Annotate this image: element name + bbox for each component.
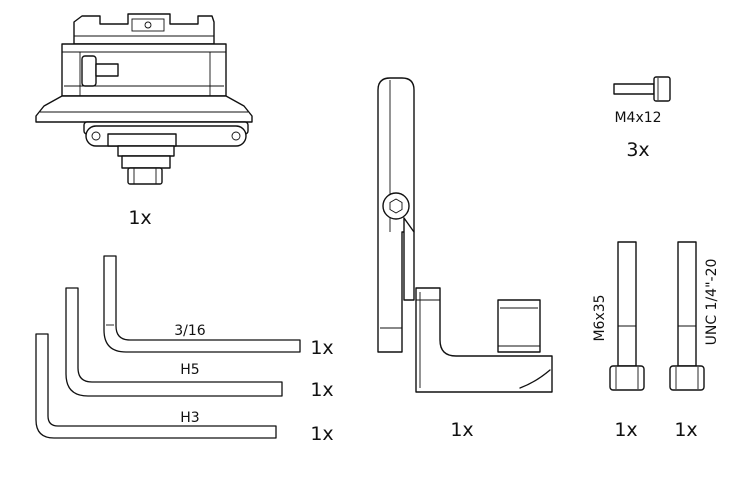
screw-m4x12-label: M4x12 [614, 110, 661, 126]
mount-head-icon [35, 13, 253, 185]
hex-key-icon [65, 287, 283, 397]
bracket-icon [377, 77, 553, 393]
hex-key-icon [103, 255, 301, 353]
bracket-arm-qty: 1x [450, 419, 473, 441]
bolt-icon [609, 241, 645, 391]
screw-m4x12-qty: 3x [626, 139, 649, 161]
bolt-m6x35-label: M6x35 [592, 294, 608, 341]
hex-key-h5-qty: 1x [310, 379, 333, 401]
mount-head-qty: 1x [128, 207, 151, 229]
hex-key-icon [35, 333, 277, 439]
bolt-unc-qty: 1x [674, 419, 697, 441]
bolt-icon [669, 241, 705, 391]
hex-key-h3-qty: 1x [310, 423, 333, 445]
bolt-unc-label: UNC 1/4"-20 [704, 259, 720, 346]
bolt-m6x35-qty: 1x [614, 419, 637, 441]
hex-key-3-16-label: 3/16 [174, 323, 206, 339]
hex-key-h3-label: H3 [180, 410, 199, 426]
hex-key-h5-label: H5 [180, 362, 199, 378]
screw-icon [613, 76, 671, 102]
hex-key-3-16-qty: 1x [310, 337, 333, 359]
